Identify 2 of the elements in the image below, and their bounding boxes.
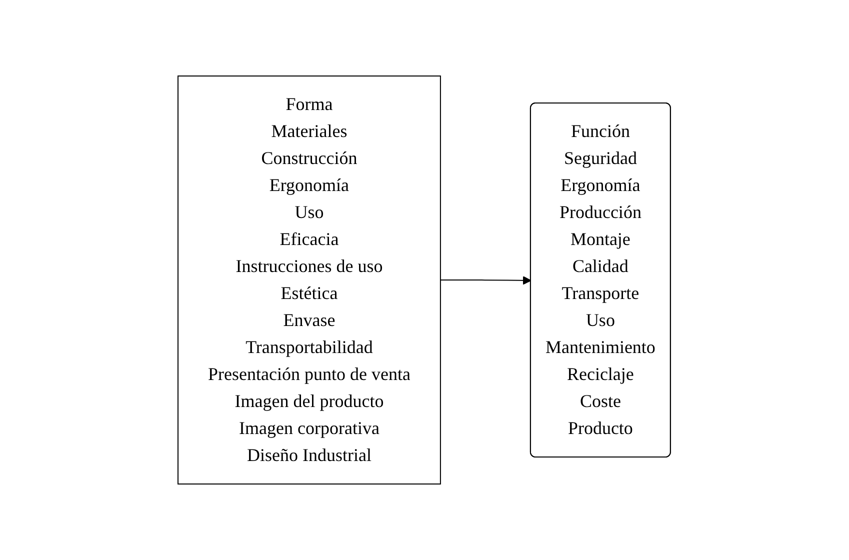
arrow xyxy=(440,276,532,285)
node-box: Forma Materiales Construcción Ergonomía Uso Eficacia Instrucciones de uso Estética Envase Transportabilidad Presentación punto de venta Imagen del producto Imagen corporativa Diseño Industrial xyxy=(178,76,442,484)
